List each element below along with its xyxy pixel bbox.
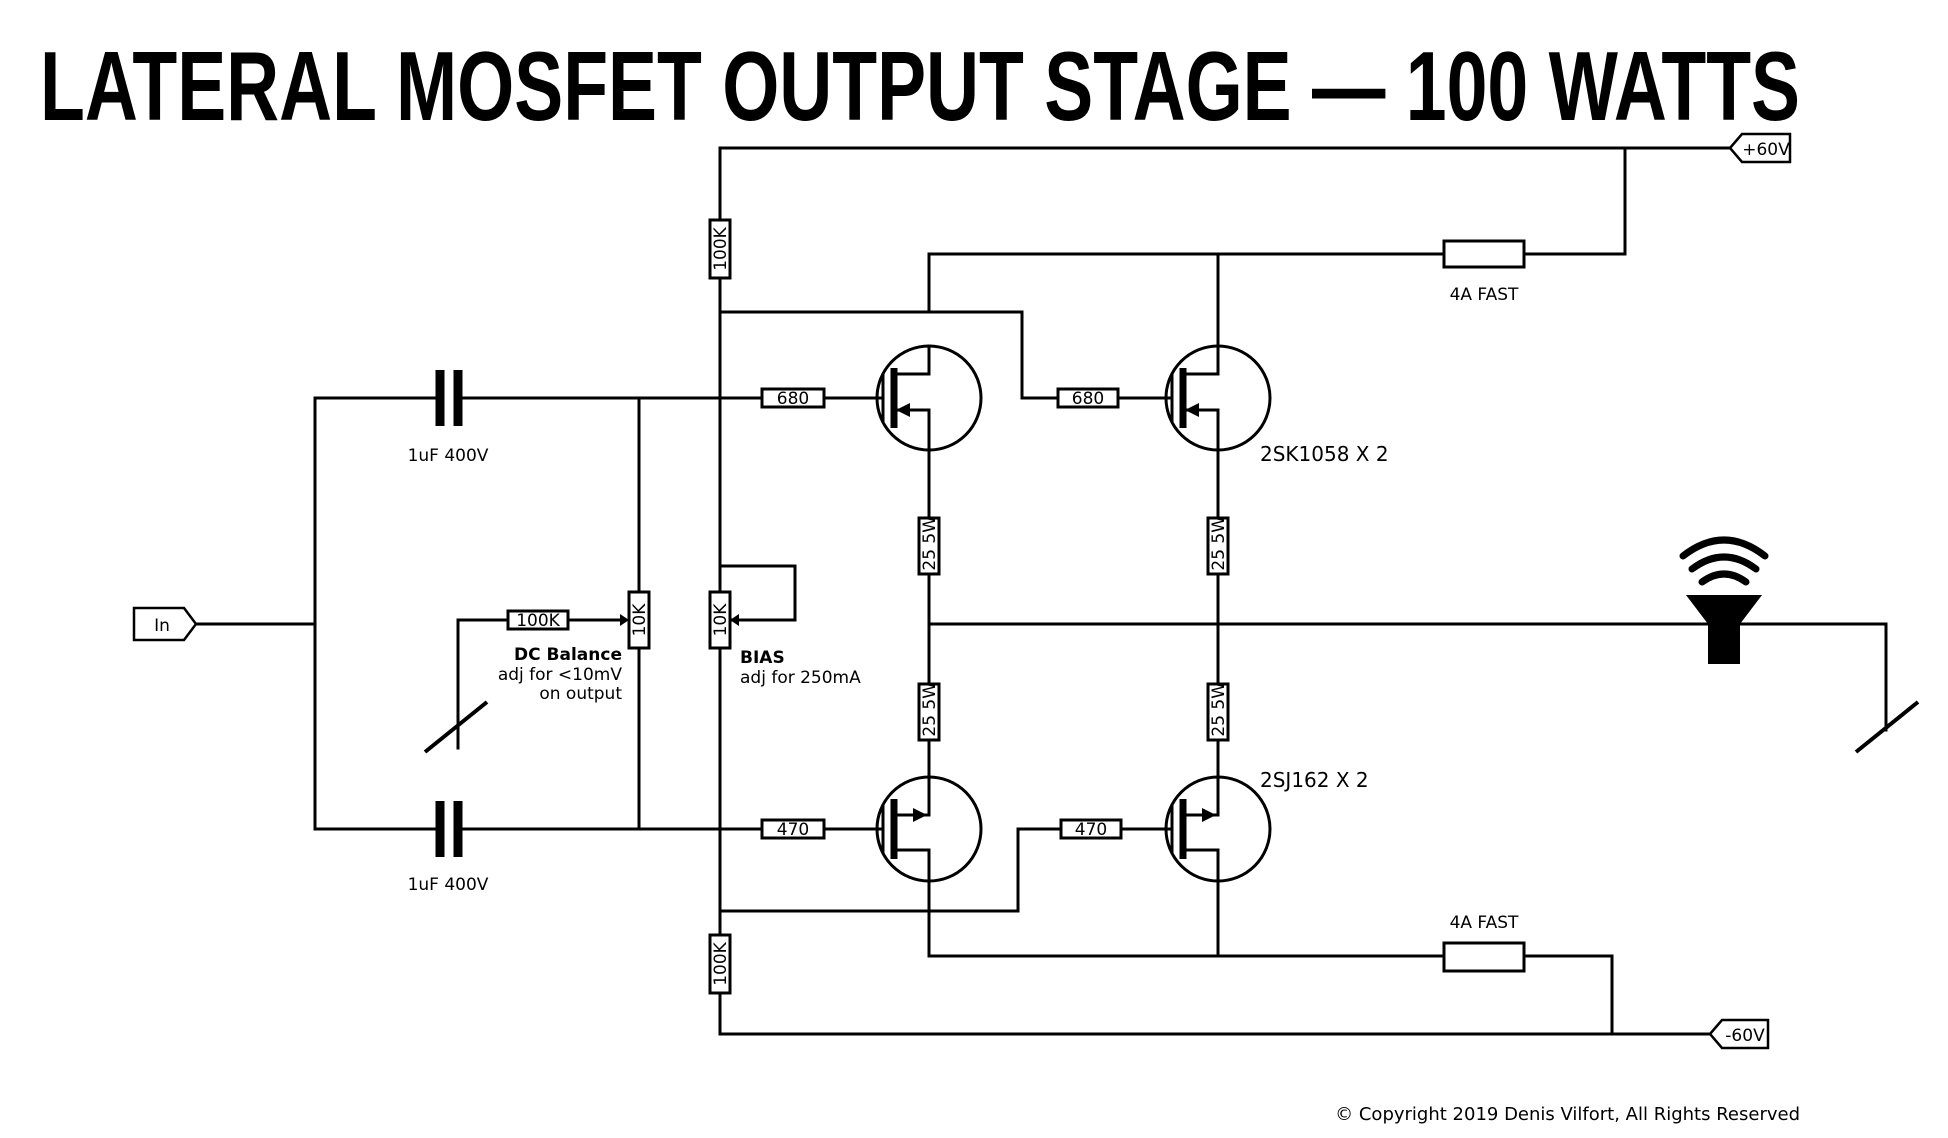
- resistor-bodies: [506, 218, 1526, 995]
- resistor-label: 100K: [516, 611, 560, 631]
- pot-label: 10K: [711, 603, 731, 637]
- input-port: In: [132, 606, 198, 642]
- dc-balance-note: adj for <10mV: [498, 665, 623, 685]
- transistor-label: 2SK1058 X 2: [1260, 442, 1389, 466]
- svg-text:-60V: -60V: [1725, 1026, 1765, 1046]
- dc-balance-title: DC Balance: [514, 645, 622, 665]
- mosfet-p-1: [875, 775, 983, 924]
- capacitor-top: [435, 370, 463, 426]
- svg-text:In: In: [154, 616, 170, 636]
- copyright: © Copyright 2019 Denis Vilfort, All Righ…: [1335, 1104, 1800, 1125]
- resistor-label: 100K: [711, 941, 731, 985]
- mosfet-p-2: [1164, 775, 1272, 883]
- page-title: LATERAL MOSFET OUTPUT STAGE — 100 WATTS: [40, 31, 1800, 141]
- bias-title: BIAS: [740, 648, 785, 668]
- mosfet-n-1: [875, 344, 983, 452]
- mosfet-n-2: [1164, 344, 1272, 452]
- resistor-label: 680: [777, 389, 809, 409]
- resistor-label: .25 5W: [920, 516, 940, 576]
- capacitor-bottom: [435, 801, 463, 857]
- pot-label: 10K: [630, 603, 650, 637]
- resistor-label: .25 5W: [1209, 682, 1229, 742]
- resistor-label: .25 5W: [1209, 516, 1229, 576]
- speaker-icon: [1679, 536, 1769, 664]
- wires: [194, 146, 1888, 1036]
- dc-pot-wiper-arrow: [620, 614, 629, 626]
- ground-icon: [423, 700, 489, 754]
- bias-note: adj for 250mA: [740, 668, 861, 688]
- capacitor-label: 1uF 400V: [408, 446, 489, 466]
- transistor-label: 2SJ162 X 2: [1260, 768, 1369, 792]
- resistor-label: 100K: [711, 226, 731, 270]
- bias-pot-wiper-arrow: [730, 614, 739, 626]
- fuse-label: 4A FAST: [1450, 285, 1519, 305]
- component-labels: 100K 100K 10K 10K 100K 680 680 470 470 .…: [408, 226, 1519, 985]
- resistor-label: 470: [777, 820, 809, 840]
- pos-rail-port: +60V: [1728, 132, 1792, 164]
- resistor-label: 470: [1075, 820, 1107, 840]
- neg-rail-port: -60V: [1708, 1018, 1770, 1050]
- dc-balance-note: on output: [539, 684, 622, 704]
- resistor-label: .25 5W: [920, 682, 940, 742]
- fuse-label: 4A FAST: [1450, 913, 1519, 933]
- resistor-label: 680: [1072, 389, 1104, 409]
- capacitor-label: 1uF 400V: [408, 875, 489, 895]
- svg-text:+60V: +60V: [1742, 140, 1790, 160]
- ground-icon: [1854, 700, 1920, 754]
